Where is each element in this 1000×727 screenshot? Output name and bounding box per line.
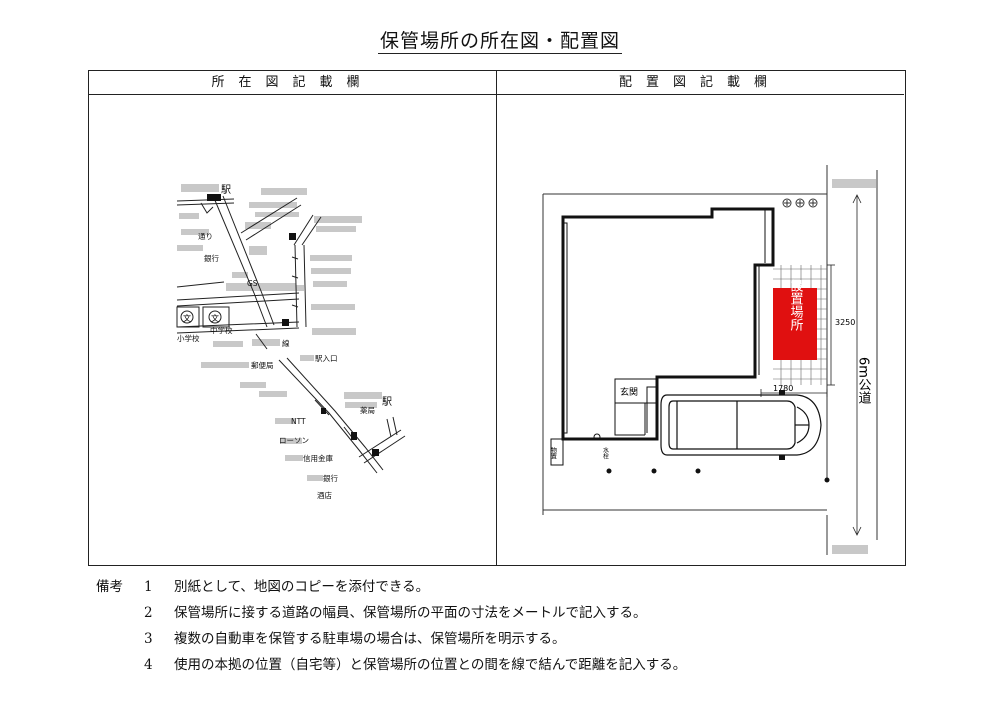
layout-plan-panel: 玄関 物置 水栓 xyxy=(497,95,904,565)
tree-icons xyxy=(782,198,818,208)
boundary-dots xyxy=(606,468,830,483)
school-mark-1: 文 xyxy=(183,313,191,323)
note-item-1: 備考 1 別紙として、地図のコピーを添付できる。 xyxy=(96,574,956,600)
note-item-4: 4 使用の本拠の位置（自宅等）と保管場所の位置との間を線で結んで距離を記入する。 xyxy=(96,652,956,678)
note-item-2: 2 保管場所に接する道路の幅員、保管場所の平面の寸法をメートルで記入する。 xyxy=(96,600,956,626)
note-number: 4 xyxy=(144,657,153,673)
map-roads xyxy=(176,195,406,474)
station-label-2: 駅 xyxy=(382,396,392,408)
lawson-label: ローソン xyxy=(279,436,309,445)
dimension-depth: 3250 xyxy=(835,318,855,327)
faucet-label: 水栓 xyxy=(602,446,609,460)
layout-plan: 玄関 物置 水栓 xyxy=(542,165,878,555)
warehouse-label: 物置 xyxy=(550,446,557,459)
house-inner xyxy=(563,209,766,434)
parking-spot-label: 設置場所 xyxy=(788,278,804,331)
line-label: 線 xyxy=(282,338,290,348)
road-label: 6m公道 xyxy=(856,357,872,404)
note-text: 複数の自動車を保管する駐車場の場合は、保管場所を明示する。 xyxy=(174,631,566,647)
dimension-lines xyxy=(760,194,862,536)
station-entrance-label: 駅入口 xyxy=(315,354,338,363)
pharmacy-label: 薬局 xyxy=(360,405,375,415)
notes-label: 備考 xyxy=(96,579,123,595)
railway-line xyxy=(255,333,268,350)
bank-label-1: 銀行 xyxy=(204,253,219,263)
car-outline xyxy=(660,394,822,456)
gs-label: GS xyxy=(247,279,258,288)
note-text: 保管場所に接する道路の幅員、保管場所の平面の寸法をメートルで記入する。 xyxy=(174,605,647,621)
credit-union-label: 信用金庫 xyxy=(303,453,333,463)
ntt-label: NTT xyxy=(291,417,306,426)
entrance-area xyxy=(614,378,658,436)
location-map-panel: 文 文 駅 通り 銀行 GS 小学校 中学校 線 駅入口 郵便局 駅 NTT ロ… xyxy=(89,95,496,565)
warehouse-box xyxy=(550,438,564,466)
note-text: 別紙として、地図のコピーを添付できる。 xyxy=(174,579,430,595)
sake-shop-label: 酒店 xyxy=(317,490,332,500)
dimension-width: 1780 xyxy=(773,384,793,393)
car-mirrors xyxy=(779,390,785,460)
house-outline xyxy=(561,207,775,441)
site-boundary xyxy=(542,165,878,555)
location-map: 文 文 駅 通り 銀行 GS 小学校 中学校 線 駅入口 郵便局 駅 NTT ロ… xyxy=(176,184,406,500)
note-item-3: 3 複数の自動車を保管する駐車場の場合は、保管場所を明示する。 xyxy=(96,626,956,652)
parking-spot xyxy=(773,288,817,360)
faucet-icon xyxy=(593,433,601,441)
location-map-header: 所在図記載欄 xyxy=(89,71,496,95)
street-label: 通り xyxy=(198,231,213,241)
bank-label-2: 銀行 xyxy=(323,473,338,483)
post-office-label: 郵便局 xyxy=(251,360,274,370)
school-mark-2: 文 xyxy=(211,313,219,323)
note-number: 3 xyxy=(144,631,153,647)
layout-plan-header: 配置図記載欄 xyxy=(496,71,904,95)
elementary-school-label: 小学校 xyxy=(177,333,200,343)
note-number: 1 xyxy=(144,579,153,595)
entrance-label: 玄関 xyxy=(620,386,638,398)
document-title: 保管場所の所在図・配置図 xyxy=(377,30,622,54)
note-text: 使用の本拠の位置（自宅等）と保管場所の位置との間を線で結んで距離を記入する。 xyxy=(174,657,687,673)
school-symbols xyxy=(180,310,222,324)
column-divider xyxy=(496,71,497,565)
map-markers xyxy=(207,194,379,456)
station-label-1: 駅 xyxy=(221,184,231,196)
redacted-labels xyxy=(177,184,382,481)
junior-high-label: 中学校 xyxy=(210,325,233,335)
form-frame: 所在図記載欄 配置図記載欄 xyxy=(88,70,906,566)
redacted-neighbor-labels xyxy=(832,179,876,554)
note-number: 2 xyxy=(144,605,153,621)
notes-section: 備考 1 別紙として、地図のコピーを添付できる。 2 保管場所に接する道路の幅員… xyxy=(96,574,956,678)
